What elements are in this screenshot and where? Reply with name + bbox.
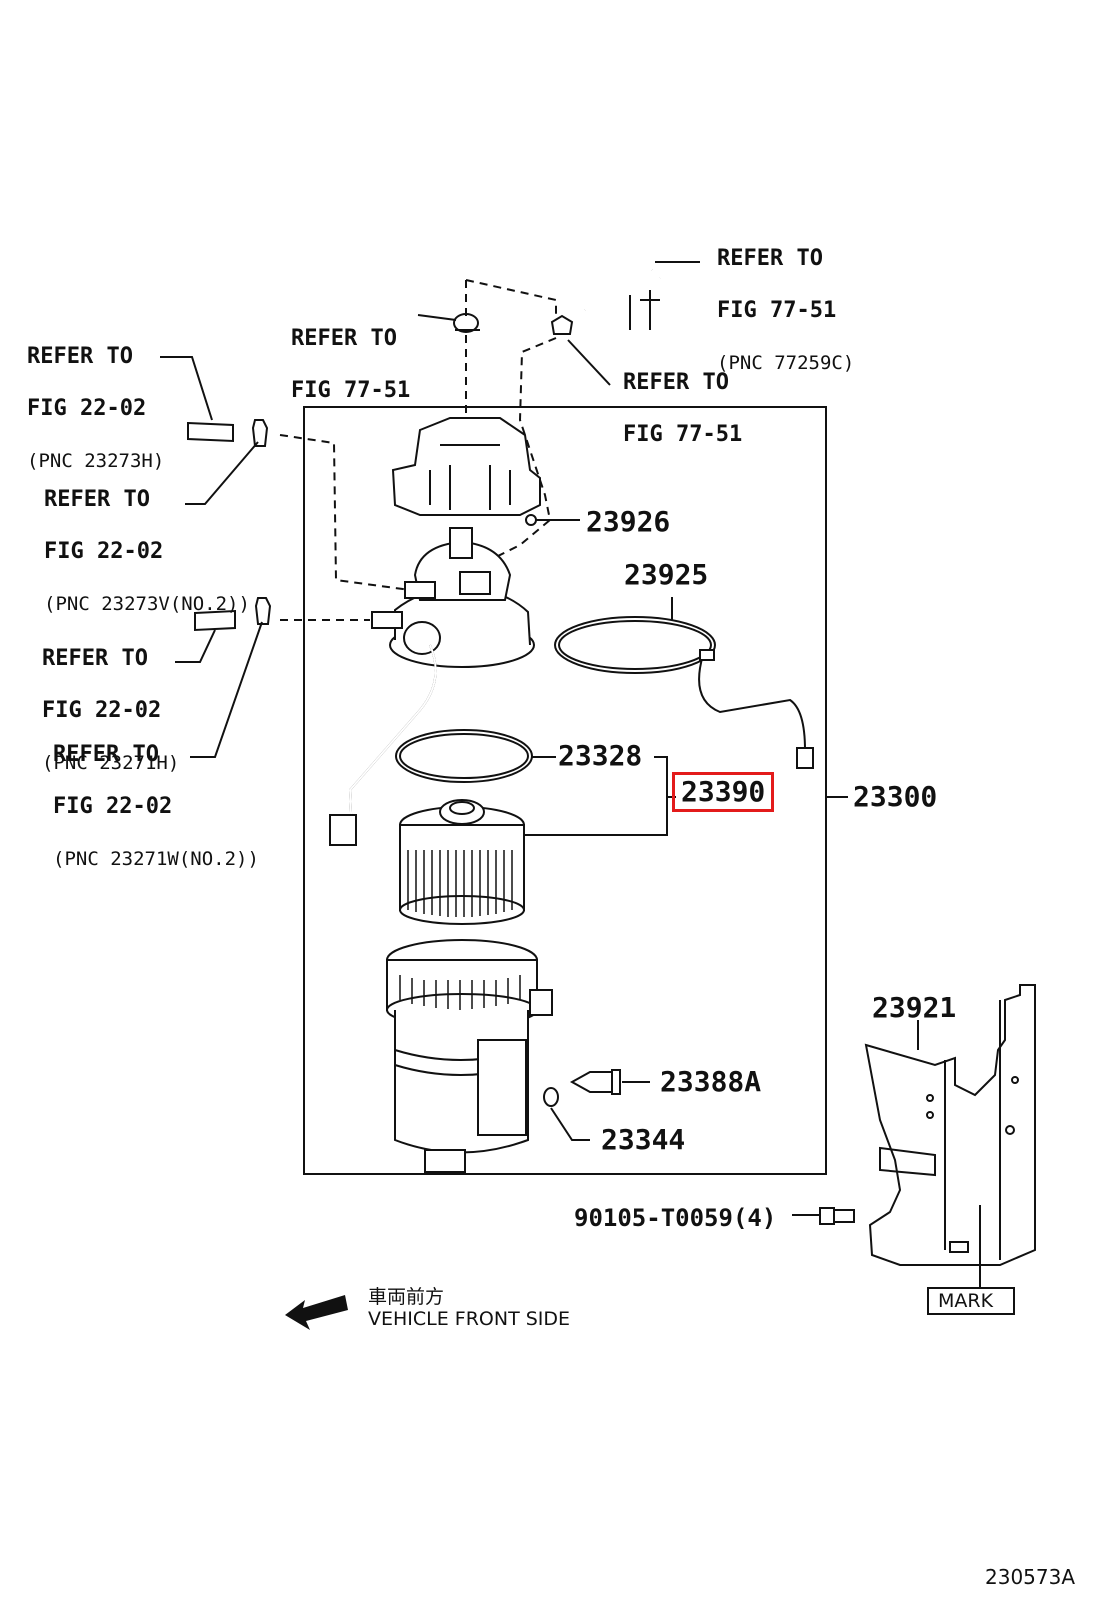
part-number-23921[interactable]: 23921 — [872, 991, 957, 1024]
ref-line3: (PNC 23273V(NO.2)) — [44, 593, 250, 615]
ref-clip-top-right: REFER TO FIG 77-51 — [623, 344, 742, 448]
mark-box — [927, 1287, 1015, 1315]
ref-line1: REFER TO — [44, 487, 150, 512]
part-number-23344[interactable]: 23344 — [601, 1123, 686, 1156]
ref-hose-top: REFER TO FIG 77-51 (PNC 77259C) — [717, 220, 854, 376]
direction-en: VEHICLE FRONT SIDE — [368, 1308, 571, 1330]
part-number-23926[interactable]: 23926 — [586, 505, 671, 538]
filter-element-23390 — [399, 799, 525, 925]
ref-line1: REFER TO — [53, 742, 159, 767]
arrow-left-icon — [285, 1295, 348, 1330]
ref-line2: FIG 22-02 — [44, 539, 164, 564]
sensor-23388a — [569, 1069, 621, 1095]
mark-label: MARK — [938, 1290, 994, 1312]
filter-case — [386, 939, 553, 1173]
ref-line1: REFER TO — [717, 246, 823, 271]
hose-23273h — [187, 421, 234, 443]
o-ring-23328 — [395, 729, 533, 783]
part-number-23328[interactable]: 23328 — [558, 739, 643, 772]
top-hose — [543, 200, 661, 330]
assembly-frame — [303, 406, 827, 1175]
ref-line1: REFER TO — [27, 344, 133, 369]
clip-top-left — [453, 313, 480, 333]
part-number-23300[interactable]: 23300 — [853, 780, 938, 813]
clip-23273v — [251, 419, 269, 447]
ref-clip-23273v: REFER TO FIG 22-02 (PNC 23273V(NO.2)) — [44, 461, 250, 617]
direction-jp: 車両前方 — [368, 1286, 445, 1308]
ref-hose-23271h: REFER TO FIG 22-02 (PNC 23271H) — [42, 620, 179, 776]
hose-23271h — [194, 609, 236, 632]
ref-clip-23271w: REFER TO FIG 22-02 (PNC 23271W(NO.2)) — [53, 716, 259, 872]
bracket-23921 — [864, 984, 1036, 1266]
ref-line3: (PNC 23273H) — [27, 450, 165, 472]
ref-clip-top-left: REFER TO FIG 77-51 — [291, 300, 410, 404]
ref-line2: FIG 22-02 — [27, 396, 147, 421]
ref-line2: FIG 22-02 — [42, 698, 162, 723]
part-number-23925[interactable]: 23925 — [624, 558, 709, 591]
figure-id: 230573A — [985, 1565, 1076, 1589]
ref-hose-23273h: REFER TO FIG 22-02 (PNC 23273H) — [27, 318, 164, 474]
bolt-90105 — [819, 1207, 855, 1225]
clip-23271w — [254, 597, 272, 625]
ref-line1: REFER TO — [42, 646, 148, 671]
filter-head-cover — [391, 417, 541, 516]
filter-head — [329, 527, 535, 846]
o-ring-23344 — [543, 1087, 559, 1107]
ref-line2: FIG 22-02 — [53, 794, 173, 819]
sensor-wire — [554, 616, 814, 769]
ref-line2: FIG 77-51 — [623, 422, 743, 447]
part-number-90105[interactable]: 90105-T0059(4) — [574, 1204, 777, 1232]
ref-line2: FIG 77-51 — [291, 378, 411, 403]
clip-top-right — [550, 314, 574, 335]
ref-line2: FIG 77-51 — [717, 298, 837, 323]
part-number-23388a[interactable]: 23388A — [660, 1065, 762, 1098]
ref-line3: (PNC 77259C) — [717, 352, 855, 374]
ref-line3: (PNC 23271H) — [42, 752, 180, 774]
part-number-23390-highlighted[interactable]: 23390 — [672, 772, 775, 812]
ref-line1: REFER TO — [623, 370, 729, 395]
ref-line1: REFER TO — [291, 326, 397, 351]
ref-line3: (PNC 23271W(NO.2)) — [53, 848, 259, 870]
